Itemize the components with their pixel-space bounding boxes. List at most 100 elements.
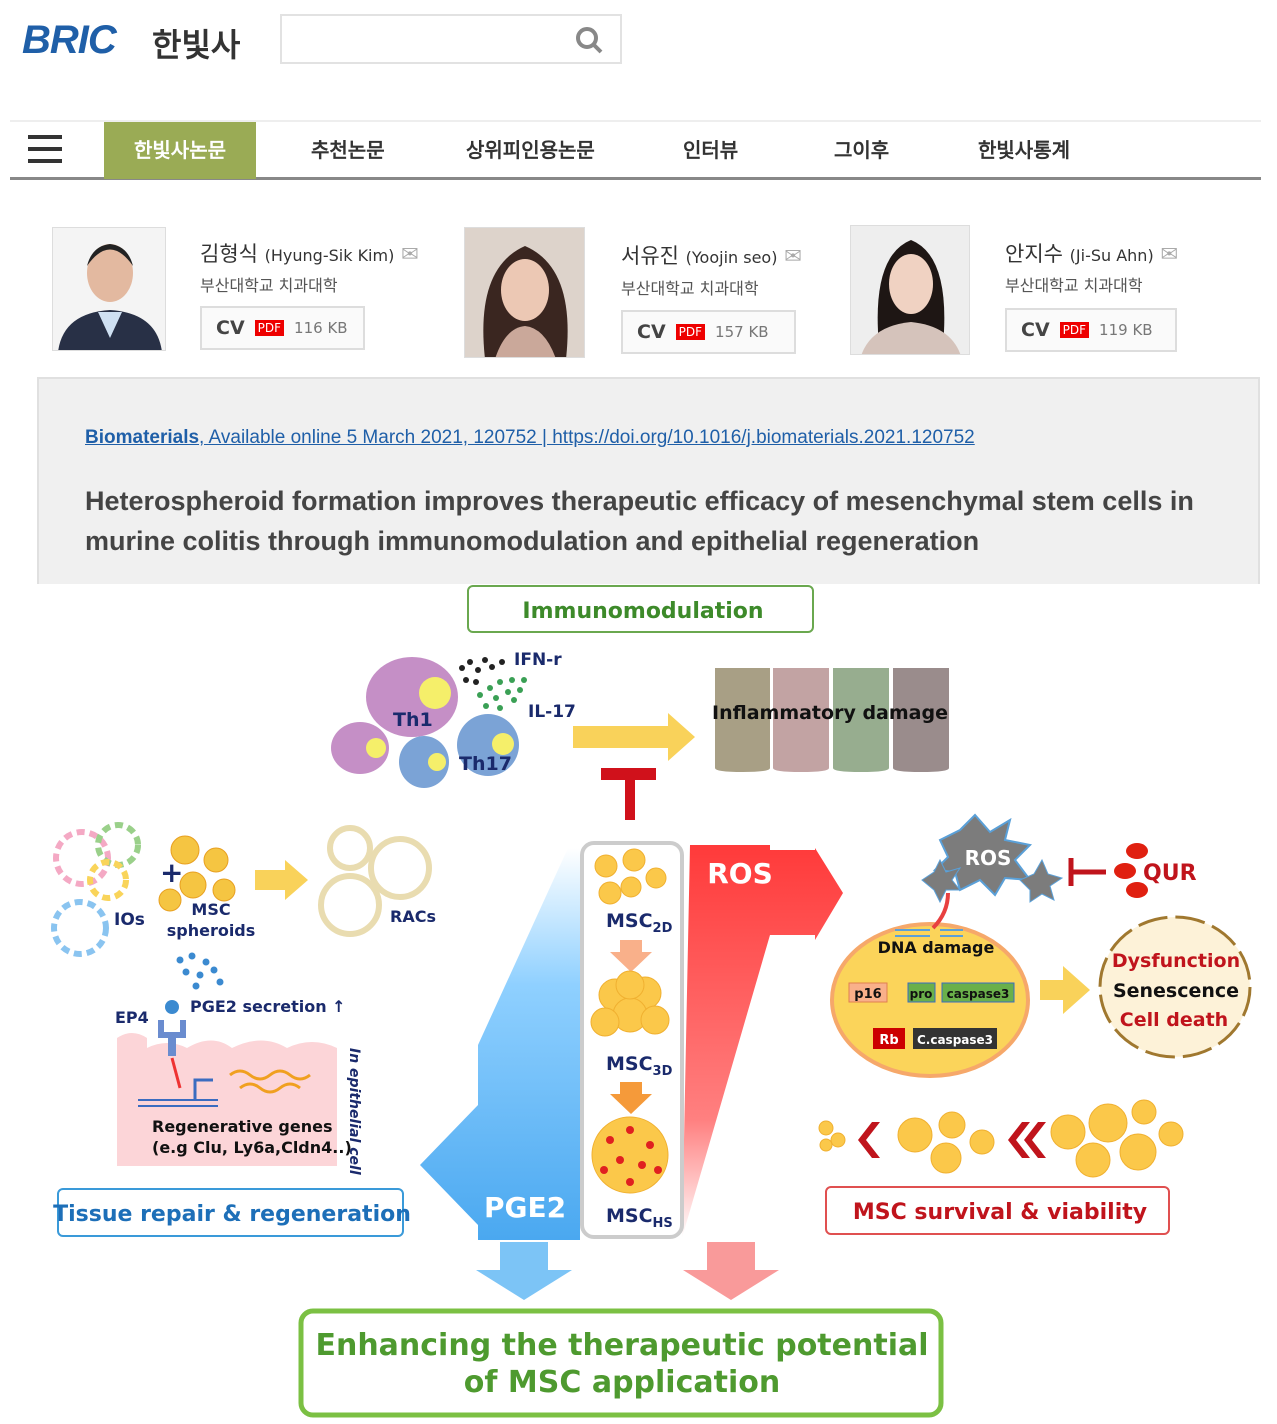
mail-icon[interactable]: ✉ <box>1160 242 1178 266</box>
ios-label: IOs <box>114 910 145 930</box>
doi-link[interactable]: , Available online 5 March 2021, 120752 … <box>199 427 975 448</box>
inhibition-icon <box>601 768 656 820</box>
paper-title: Heterospheroid formation improves therap… <box>85 486 1194 556</box>
conclusion-line-2: of MSC application <box>464 1365 780 1400</box>
author-name-kr: 안지수 <box>1005 242 1063 266</box>
menu-icon[interactable] <box>28 135 62 163</box>
ifn-dots <box>459 657 505 685</box>
tissue-repair-box <box>57 1188 404 1237</box>
author-name: 서유진 (Yoojin seo) ✉ <box>621 240 802 270</box>
author-photo <box>464 227 585 358</box>
cell-death-label: Cell death <box>1120 1009 1228 1031</box>
in-epithelial-cell-label: In epithelial cell <box>346 1048 362 1175</box>
regenerative-genes-label: Regenerative genes <box>152 1117 332 1136</box>
blue-down-arrow <box>476 1242 572 1300</box>
il17-dots <box>477 677 527 711</box>
author-name-kr: 김형식 <box>200 242 258 266</box>
dysfunction-label: Dysfunction <box>1112 950 1240 972</box>
epithelium <box>715 668 949 772</box>
msc-2d-label: MSC2D <box>606 910 673 936</box>
pro-label: pro <box>910 987 933 1001</box>
epithelial-cell <box>117 1033 337 1166</box>
conclusion-box <box>298 1308 944 1418</box>
ros-burst-small-icon <box>1019 858 1064 903</box>
yellow-arrow <box>1040 966 1090 1014</box>
p16-label: p16 <box>854 987 881 1002</box>
author-name-kr: 서유진 <box>621 244 679 268</box>
author-affiliation: 부산대학교 치과대학 <box>621 279 759 298</box>
ios-organoids <box>51 822 141 957</box>
bric-logo[interactable]: BRIC <box>22 18 117 62</box>
tab-recommended[interactable]: 추천논문 <box>311 138 385 162</box>
tab-interview[interactable]: 인터뷰 <box>683 138 739 162</box>
msc-spheroids <box>158 835 236 912</box>
pge2-secretion-label: PGE2 secretion ↑ <box>190 997 346 1016</box>
msc-survival-label: MSC survival & viability <box>853 1200 1147 1225</box>
conclusion-line-1: Enhancing the therapeutic potential <box>315 1328 928 1363</box>
th17-label: Th17 <box>459 753 512 775</box>
pge2-label: PGE2 <box>484 1191 566 1224</box>
immunomodulation-label: Immunomodulation <box>522 599 763 624</box>
signal-arrow-icon <box>170 1057 182 1089</box>
ros-burst-small-icon <box>921 858 962 904</box>
file-size: 119 KB <box>1099 321 1153 339</box>
paper-info-box: Biomaterials, Available online 5 March 2… <box>37 377 1260 584</box>
racs-label: RACs <box>390 907 436 926</box>
main-nav: 한빛사논문 추천논문 상위피인용논문 인터뷰 그이후 한빛사통계 <box>10 120 1261 180</box>
yellow-arrow <box>255 860 308 900</box>
mail-icon[interactable]: ✉ <box>401 242 419 266</box>
author-name-en: (Ji-Su Ahn) <box>1069 246 1154 265</box>
pge2-dots <box>176 952 224 990</box>
author-affiliation: 부산대학교 치과대학 <box>1005 276 1143 295</box>
plus-icon: + <box>160 856 183 889</box>
ros-label: ROS <box>965 846 1012 870</box>
pdf-icon: PDF <box>675 324 706 340</box>
author-affiliation: 부산대학교 치과대학 <box>200 276 338 295</box>
yellow-arrow <box>573 713 695 761</box>
double-chevron-left-icon <box>1008 1122 1046 1158</box>
senescence-label: Senescence <box>1113 980 1239 1002</box>
immunomodulation-box <box>467 585 814 633</box>
il17-label: IL-17 <box>528 702 576 722</box>
author-name-en: (Hyung-Sik Kim) <box>264 246 395 265</box>
file-size: 116 KB <box>294 319 348 337</box>
cleaved-caspase3-label: C.caspase3 <box>917 1033 993 1047</box>
journal-name[interactable]: Biomaterials <box>85 427 200 448</box>
msc-hs-label: MSCHS <box>606 1205 673 1231</box>
citation-link[interactable]: Biomaterials, Available online 5 March 2… <box>85 427 975 449</box>
tab-after[interactable]: 그이후 <box>834 138 890 162</box>
mail-icon[interactable]: ✉ <box>784 244 802 268</box>
hanbitsa-logo[interactable]: 한빛사 <box>152 26 241 64</box>
regenerative-genes-examples: (e.g Clu, Ly6a,Cldn4..) <box>152 1138 352 1157</box>
t-cells <box>331 657 519 788</box>
damaged-cell <box>1098 915 1252 1059</box>
qur-label: QUR <box>1143 861 1197 886</box>
cv-label: CV <box>637 321 666 343</box>
tab-hanbitsa-papers[interactable]: 한빛사논문 <box>104 122 256 179</box>
tab-top-cited[interactable]: 상위피인용논문 <box>466 138 595 162</box>
tab-statistics[interactable]: 한빛사통계 <box>978 138 1070 162</box>
graphical-abstract: Immunomodulation Th1 Th17 IFN-r IL-17 In… <box>51 585 1252 1418</box>
author-name: 김형식 (Hyung-Sik Kim) ✉ <box>200 238 419 268</box>
inhibition-icon <box>1068 858 1106 886</box>
cv-label: CV <box>216 317 245 339</box>
ros-arrow <box>682 845 843 1238</box>
search-input[interactable] <box>280 14 622 64</box>
msc-2d-cells <box>594 848 667 905</box>
search-icon[interactable] <box>574 25 604 55</box>
author-photo <box>850 225 970 355</box>
pdf-icon: PDF <box>1059 322 1090 338</box>
inflammatory-damage-label: Inflammatory damage <box>712 702 948 724</box>
msc-hs-spheroid <box>591 1116 669 1194</box>
msc-label: MSC <box>191 900 230 919</box>
chevron-left-icon <box>858 1122 880 1158</box>
spheroids-label: spheroids <box>167 921 256 940</box>
msc-3d-label: MSC3D <box>606 1053 673 1079</box>
dna-damage-label: DNA damage <box>878 938 995 957</box>
rb-label: Rb <box>879 1033 898 1048</box>
ros-arrow-label: ROS <box>707 857 773 890</box>
author-photo <box>52 227 166 351</box>
